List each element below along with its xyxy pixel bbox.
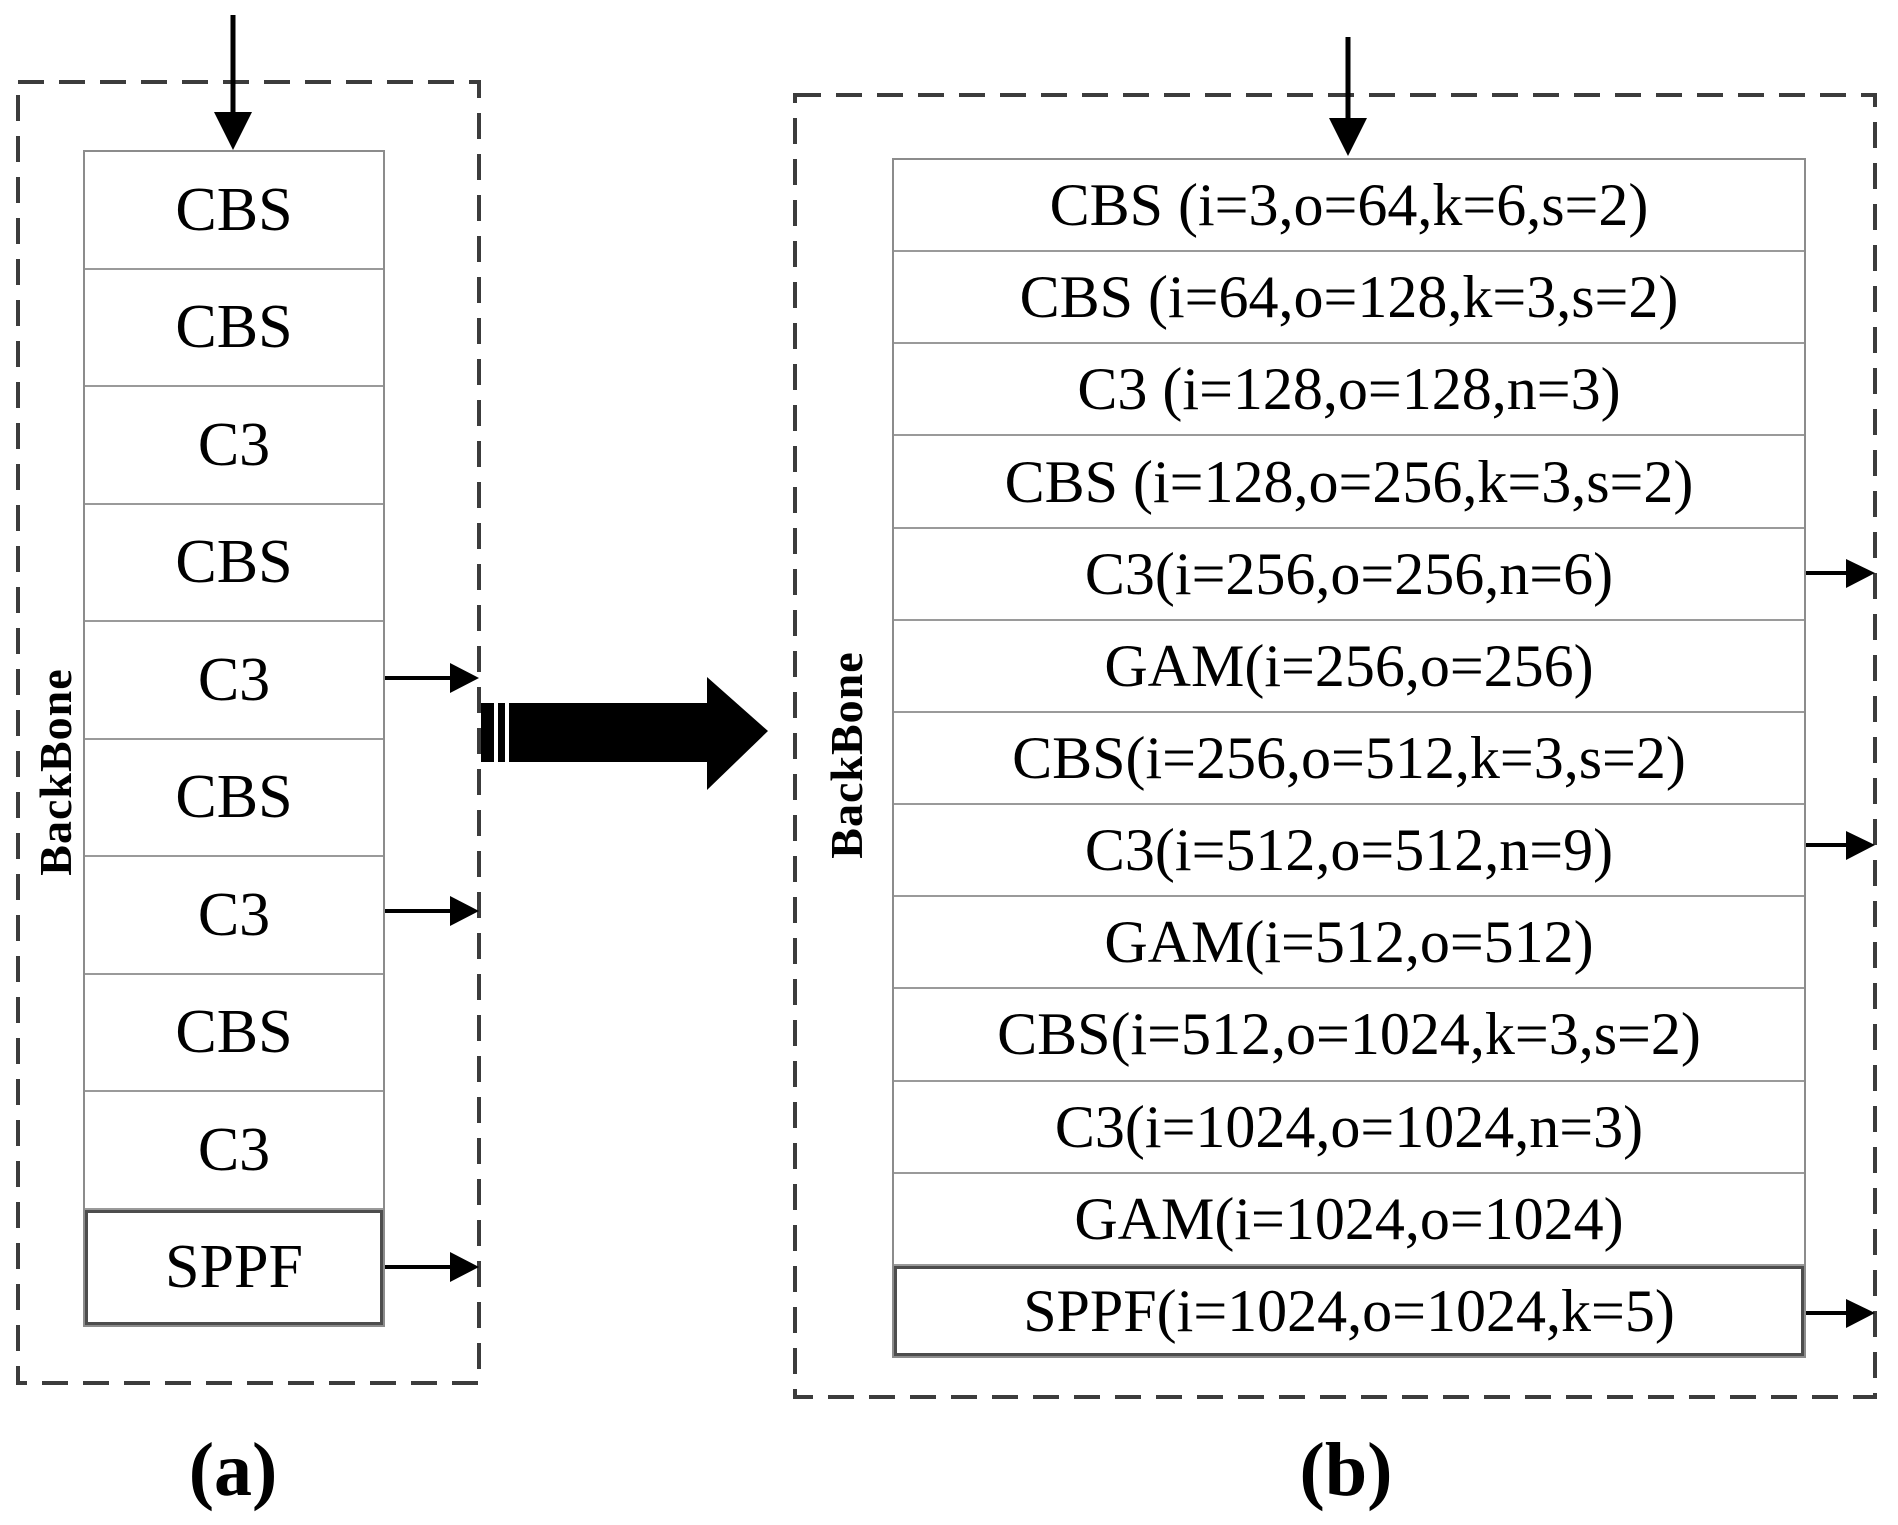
a-block-8-cbs: CBS [85,972,383,1091]
backbone-a-stack: CBS CBS C3 CBS C3 CBS C3 CBS C3 SPPF [83,150,385,1327]
caption-a: (a) [188,1428,278,1512]
b-block-7-cbs: CBS(i=256,o=512,k=3,s=2) [894,710,1804,803]
transform-arrow-icon [481,677,768,790]
b-block-3-c3: C3 (i=128,o=128,n=3) [894,342,1804,434]
b-block-13-sppf: SPPF(i=1024,o=1024,k=5) [894,1263,1804,1356]
backbone-b-label: BackBone [821,651,872,859]
a-block-7-c3: C3 [85,855,383,973]
a-block-5-c3: C3 [85,620,383,738]
a-block-1-cbs: CBS [175,175,293,244]
a-block-3-c3: C3 [85,385,383,503]
b-block-9-gam: GAM(i=512,o=512) [894,895,1804,987]
a-block-6-cbs: CBS [85,737,383,856]
b-block-11-c3: C3(i=1024,o=1024,n=3) [894,1079,1804,1172]
backbone-b-stack: CBS (i=3,o=64,k=6,s=2) CBS (i=64,o=128,k… [892,158,1806,1358]
b-input-arrow-icon [1329,37,1367,156]
b-block-4-cbs: CBS (i=128,o=256,k=3,s=2) [894,434,1804,526]
a-input-arrow-icon [214,15,252,150]
a-output-arrow-sppf-icon [385,1252,479,1282]
a-block-4-cbs: CBS [85,502,383,621]
a-output-arrow-c3-2-icon [385,896,479,926]
backbone-a-label: BackBone [30,668,81,876]
b-block-5-c3: C3(i=256,o=256,n=6) [894,526,1804,619]
caption-b: (b) [1299,1428,1393,1512]
b-output-arrow-sppf-icon [1806,1299,1875,1328]
b-block-2-cbs: CBS (i=64,o=128,k=3,s=2) [894,250,1804,342]
b-output-arrow-c3-n9-icon [1806,831,1875,860]
a-block-2-cbs: CBS [85,267,383,386]
a-block-9-c3: C3 [85,1090,383,1208]
b-block-6-gam: GAM(i=256,o=256) [894,618,1804,711]
b-output-arrow-c3-n6-icon [1806,559,1875,588]
a-block-10-sppf: SPPF [85,1207,383,1326]
b-block-10-cbs: CBS(i=512,o=1024,k=3,s=2) [894,987,1804,1079]
b-block-8-c3: C3(i=512,o=512,n=9) [894,803,1804,895]
b-block-1-cbs: CBS (i=3,o=64,k=6,s=2) [1049,172,1649,239]
a-output-arrow-c3-1-icon [385,663,479,693]
b-block-12-gam: GAM(i=1024,o=1024) [894,1171,1804,1264]
